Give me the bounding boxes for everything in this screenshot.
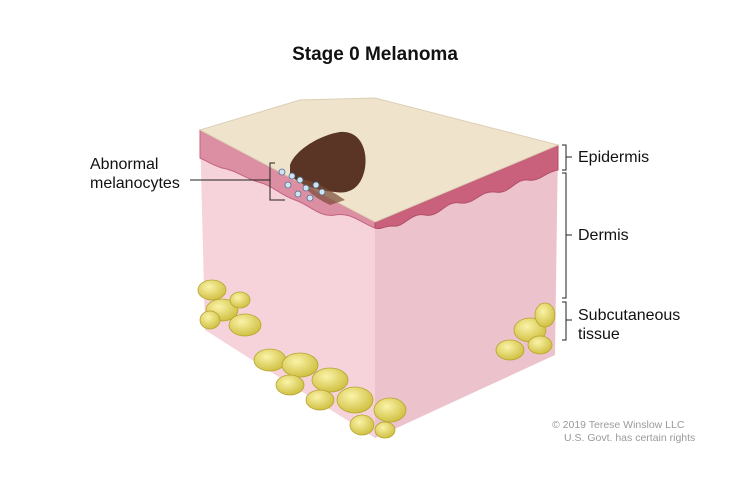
callout-lines (190, 144, 572, 341)
label-line: Abnormal (90, 156, 159, 173)
skin-surface (198, 97, 560, 223)
fat-left (197, 279, 375, 436)
label-dermis: Dermis (578, 227, 629, 244)
label-line: tissue (578, 326, 620, 343)
copyright: © 2019 Terese Winslow LLC U.S. Govt. has… (552, 419, 695, 445)
abnormal-melanocytes-cells (278, 168, 326, 202)
right-epidermis (374, 144, 559, 230)
fat-right (373, 302, 556, 439)
label-line: melanocytes (90, 175, 180, 192)
label-epidermis: Epidermis (578, 149, 650, 166)
copyright-line: © 2019 Terese Winslow LLC (552, 419, 685, 431)
copyright-line: U.S. Govt. has certain rights (564, 432, 696, 444)
label-abnormal-melanocytes: Abnormal melanocytes (90, 155, 180, 193)
melanoma-lesion (290, 131, 366, 193)
label-subcutaneous: Subcutaneous tissue (578, 306, 680, 344)
right-face-dermis (375, 145, 558, 438)
diagram-title: Stage 0 Melanoma (292, 44, 458, 65)
label-line: Subcutaneous (578, 307, 681, 324)
